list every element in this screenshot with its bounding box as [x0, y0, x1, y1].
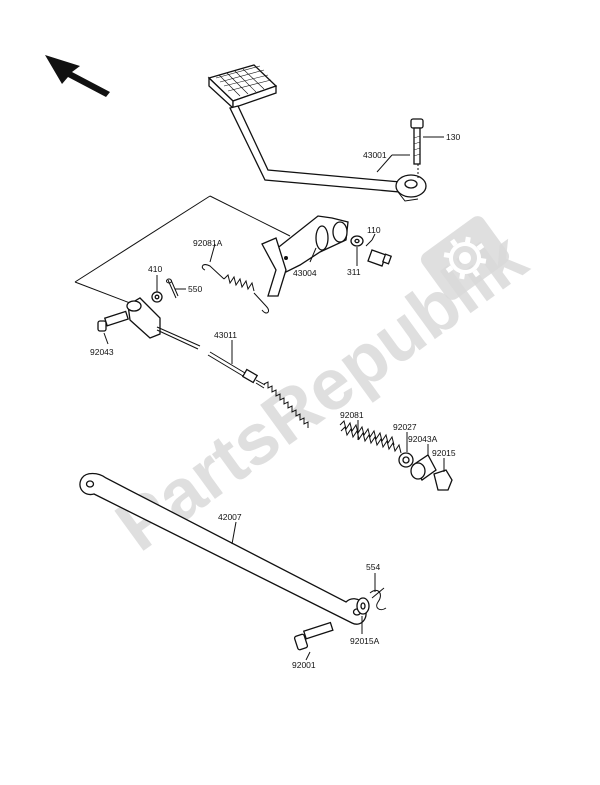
pedal-pad: [207, 64, 278, 110]
pin-92043: [97, 310, 129, 332]
bolt-110: [367, 249, 393, 267]
nut-92015: [433, 469, 453, 491]
joint-92043a: [410, 454, 437, 481]
label-92081a: 92081A: [193, 238, 223, 248]
clip-554: [369, 587, 387, 611]
clevis-arm: [126, 297, 161, 339]
label-92081: 92081: [340, 410, 364, 420]
label-92043: 92043: [90, 347, 114, 357]
label-92015: 92015: [432, 448, 456, 458]
washer-410: [151, 291, 163, 303]
label-92027: 92027: [393, 422, 417, 432]
label-43004: 43004: [293, 268, 317, 278]
label-311: 311: [347, 267, 361, 277]
bolt-130: [410, 118, 424, 178]
brake-rod-43011: [156, 326, 309, 428]
nut-92015a: [356, 597, 370, 615]
label-42007: 42007: [218, 512, 242, 522]
label-130: 130: [446, 132, 460, 142]
cotter-pin-550: [166, 278, 179, 299]
washer-311: [350, 235, 364, 247]
pedal-boss: [395, 174, 427, 202]
label-92015a: 92015A: [350, 636, 380, 646]
leader-lines: [103, 136, 445, 661]
reference-frame: [74, 195, 291, 304]
bracket-43004: [261, 215, 349, 297]
spring-92081a: [201, 264, 269, 314]
gear-icon: [420, 216, 510, 300]
part-labels: 130 43001 110 92081A 311 43004 410 550 9…: [90, 132, 460, 670]
bolt-92001: [293, 621, 334, 651]
label-554: 554: [366, 562, 380, 572]
label-550: 550: [188, 284, 202, 294]
spring-92081: [339, 420, 402, 454]
label-43001: 43001: [363, 150, 387, 160]
label-43011: 43011: [214, 330, 237, 340]
label-92001: 92001: [292, 660, 316, 670]
brake-pedal: [207, 64, 427, 202]
label-110: 110: [367, 225, 381, 235]
label-92043a: 92043A: [408, 434, 438, 444]
label-410: 410: [148, 264, 162, 274]
front-direction-arrow-icon: [45, 55, 110, 97]
collar-92027: [398, 452, 414, 468]
